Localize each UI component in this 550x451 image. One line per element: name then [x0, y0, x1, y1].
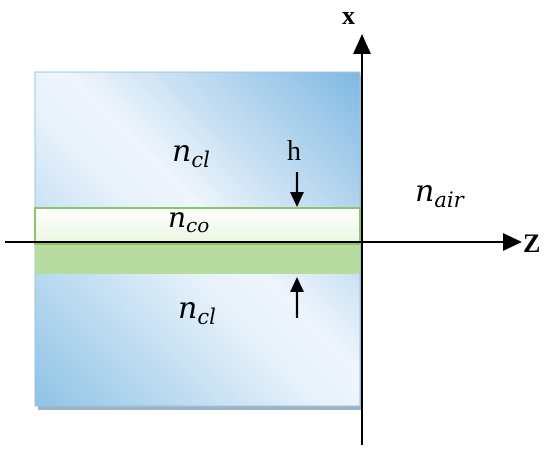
x-axis-label: x: [342, 1, 355, 30]
cladding-upper-sub: cl: [191, 148, 209, 172]
cladding-upper-label: ncl: [172, 134, 210, 172]
thickness-label: h: [287, 136, 301, 167]
thickness-arrowhead-top: [290, 192, 304, 207]
z-axis-label: Z: [523, 229, 540, 258]
air-label: nair: [415, 174, 466, 212]
cladding-lower-sub: cl: [197, 305, 215, 329]
core-label: nco: [168, 201, 209, 237]
core-layer: [34, 207, 361, 245]
core-sub: co: [186, 213, 209, 237]
x-axis-arrowhead: [353, 34, 371, 54]
cladding-lower-base: n: [178, 291, 197, 326]
cladding-upper-base: n: [172, 134, 191, 169]
air-base: n: [415, 174, 434, 209]
z-axis-arrowhead: [503, 233, 522, 251]
core-base: n: [168, 201, 186, 234]
thickness-arrowhead-bottom: [290, 277, 304, 292]
core-shadow: [35, 243, 360, 274]
cladding-lower-label: ncl: [178, 291, 216, 329]
air-sub: air: [434, 188, 465, 212]
